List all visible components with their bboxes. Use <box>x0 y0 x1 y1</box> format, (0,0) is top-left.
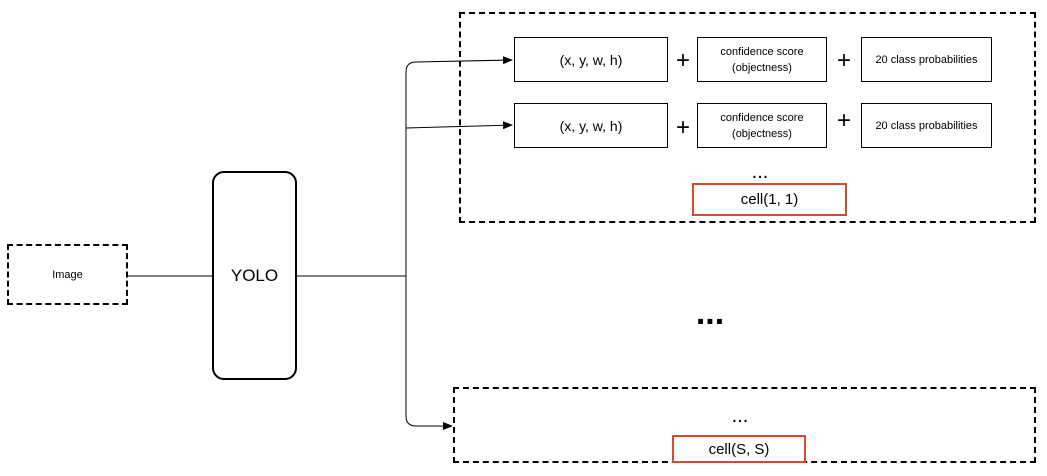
image-input-box: Image <box>7 244 128 305</box>
objectness-label: (objectness) <box>732 127 792 140</box>
plus-sign: + <box>675 47 690 74</box>
confidence-label: confidence score <box>720 111 804 124</box>
class-probabilities-label: 20 class probabilities <box>875 119 978 132</box>
branch-bottom-arrow <box>405 276 453 430</box>
image-label: Image <box>52 268 83 281</box>
cell-1-1-label-box: cell(1, 1) <box>692 183 847 216</box>
confidence-score-box: confidence score (objectness) <box>697 37 827 82</box>
rows-ellipsis: ... <box>751 160 769 183</box>
plus-sign: + <box>836 107 851 134</box>
plus-sign: + <box>675 114 690 141</box>
cells-ellipsis: ... <box>695 293 725 332</box>
cell-1-1-container <box>459 12 1036 223</box>
class-probabilities-box: 20 class probabilities <box>861 37 992 82</box>
cell-s-s-label: cell(S, S) <box>708 440 770 458</box>
class-probabilities-box: 20 class probabilities <box>861 103 992 148</box>
cell-1-1-label: cell(1, 1) <box>740 191 799 208</box>
rows-ellipsis: ... <box>731 404 749 427</box>
objectness-label: (objectness) <box>732 61 792 74</box>
yolo-model-box: YOLO <box>212 171 297 380</box>
plus-sign: + <box>836 47 851 74</box>
bbox-coordinates-box: (x, y, w, h) <box>514 103 668 148</box>
class-probabilities-label: 20 class probabilities <box>875 53 978 66</box>
confidence-label: confidence score <box>720 45 804 58</box>
confidence-score-box: confidence score (objectness) <box>697 103 827 148</box>
bbox-label: (x, y, w, h) <box>559 117 623 134</box>
yolo-label: YOLO <box>230 265 279 285</box>
bbox-label: (x, y, w, h) <box>559 51 623 68</box>
cell-s-s-label-box: cell(S, S) <box>672 435 806 463</box>
bbox-coordinates-box: (x, y, w, h) <box>514 37 668 82</box>
branch-top-arrow <box>405 56 513 276</box>
